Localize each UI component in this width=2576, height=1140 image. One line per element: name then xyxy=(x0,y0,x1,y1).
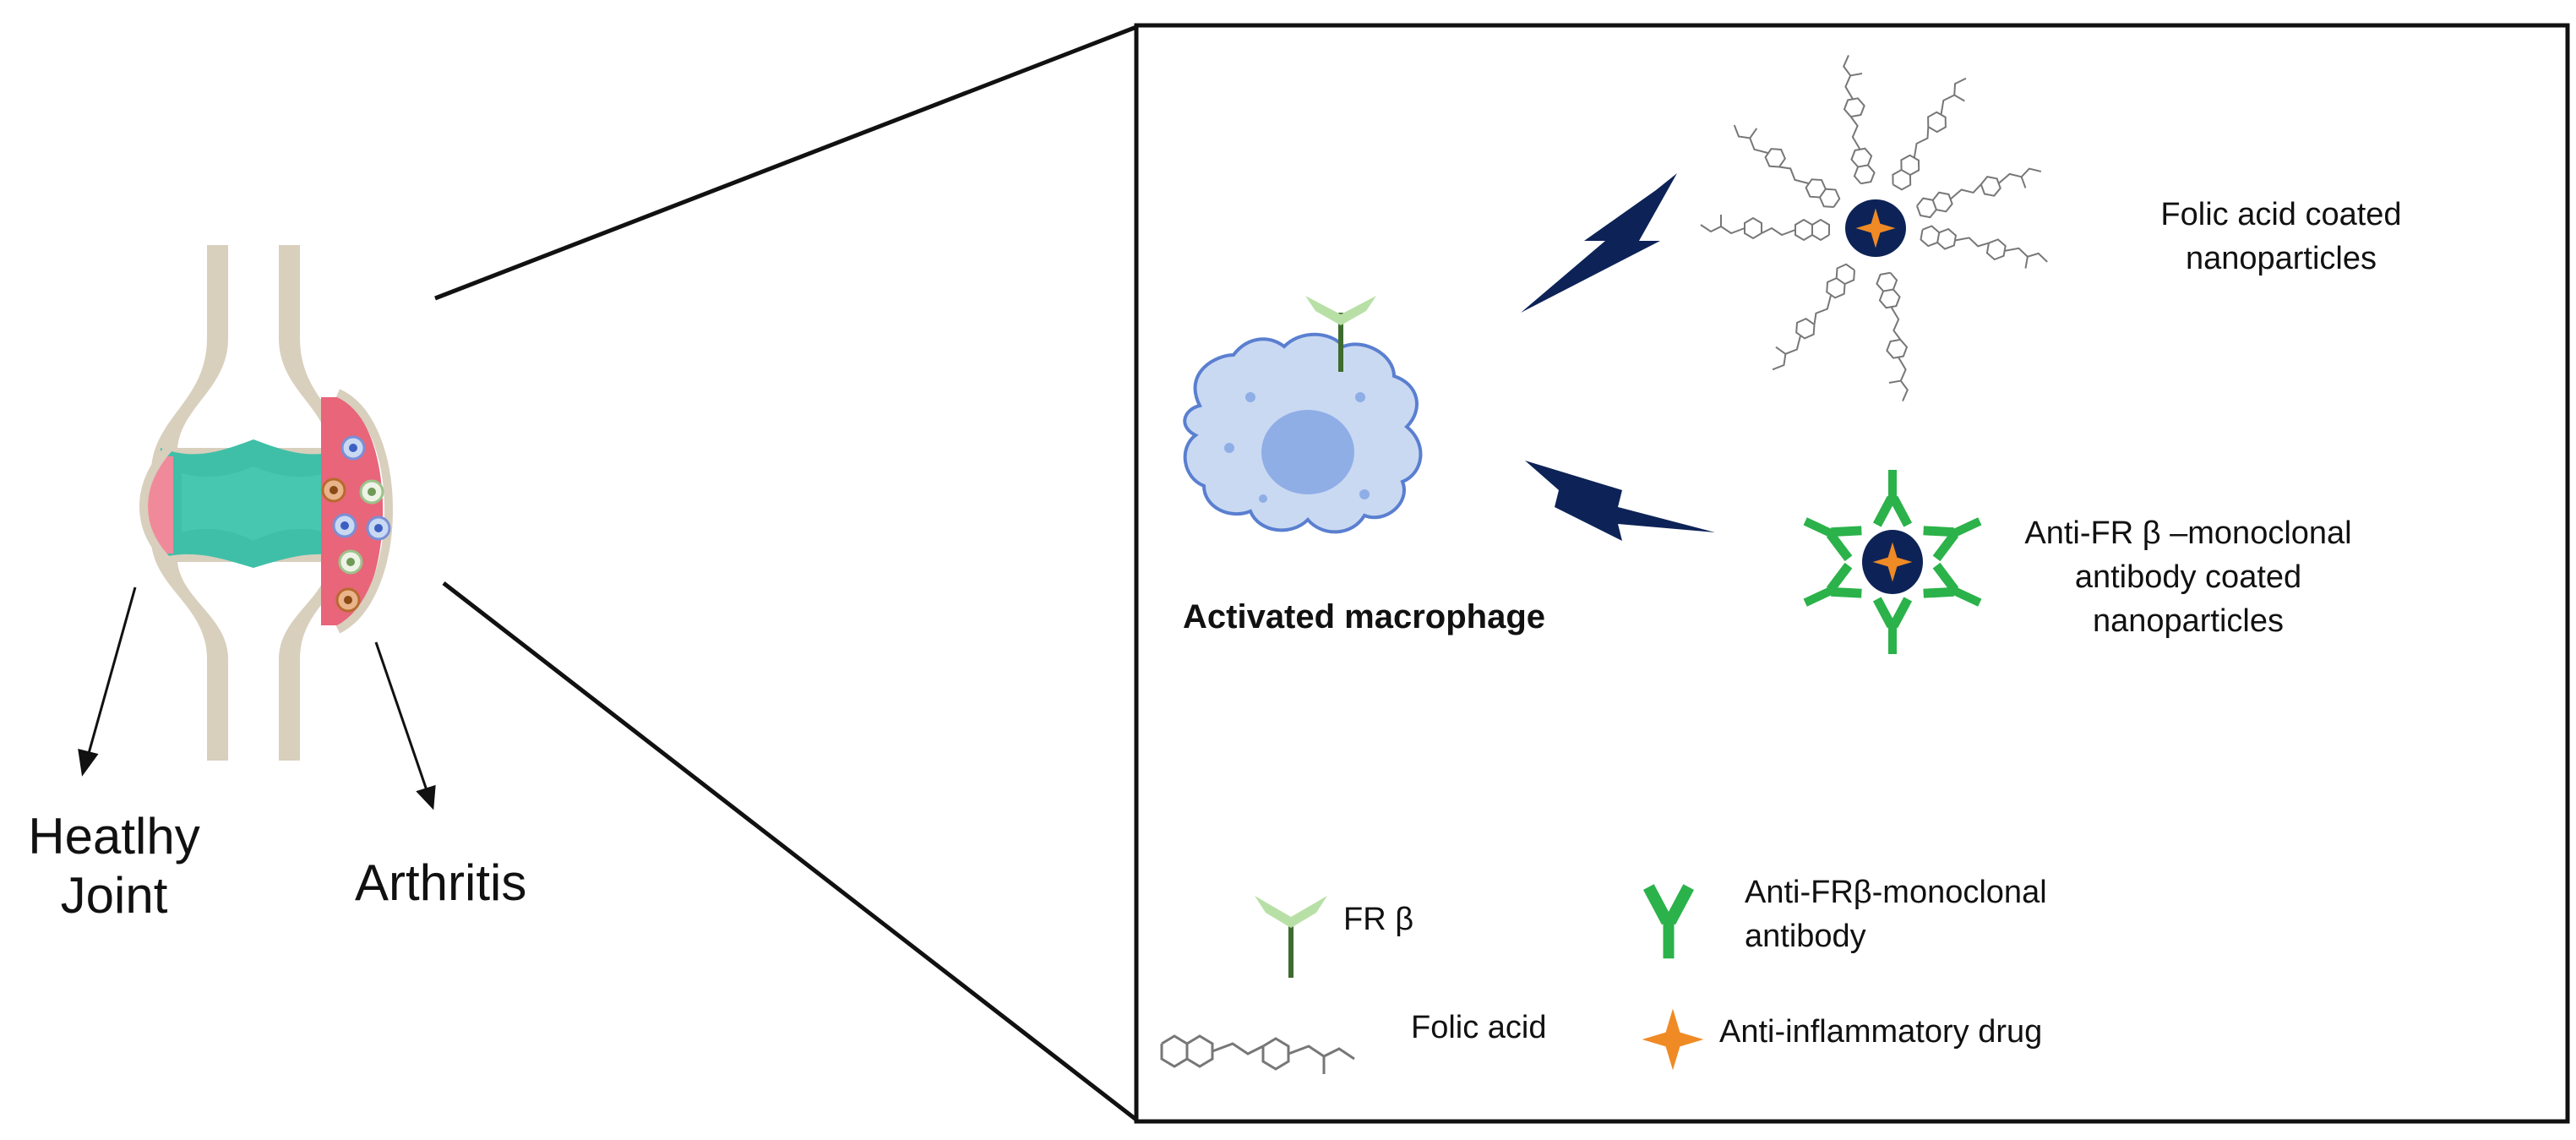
inflamed-synovium xyxy=(321,397,384,625)
macrophage-label: Activated macrophage xyxy=(1183,598,1546,635)
folic-np-label-line2: nanoparticles xyxy=(2185,241,2377,276)
macrophage-nucleus xyxy=(1261,410,1354,494)
immune-cells xyxy=(321,435,391,613)
arthritis-label: Arthritis xyxy=(355,854,527,911)
detail-panel-border xyxy=(1134,23,2570,1124)
lightning-bolt-icon xyxy=(1525,461,1715,541)
legend-folic-acid-label: Folic acid xyxy=(1411,1010,1547,1045)
healthy-arrow xyxy=(78,586,137,777)
legend-antibody-label-line2: antibody xyxy=(1745,919,1866,954)
healthy-joint-label-line1: Heatlhy xyxy=(28,808,200,865)
healthy-joint-label: Heatlhy Joint xyxy=(8,807,220,925)
legend-drug-label: Anti-inflammatory drug xyxy=(1719,1014,2043,1050)
antibody-np-label-line3: nanoparticles xyxy=(2092,603,2285,639)
antibody-np-label-line2: antibody coated xyxy=(2074,559,2302,595)
legend-drug-icon xyxy=(1642,1008,1704,1071)
legend-fr-beta-label: FR β xyxy=(1343,902,1414,937)
macrophage xyxy=(1183,296,1423,534)
zoom-line-top xyxy=(434,25,1137,301)
legend-antibody-label-line1: Anti-FRβ-monoclonal xyxy=(1745,875,2047,910)
healthy-joint-label-line2: Joint xyxy=(60,867,168,924)
fr-beta-receptor xyxy=(1305,296,1376,372)
folic-np-label: Folic acid coated nanoparticles xyxy=(2129,193,2433,281)
legend-antibody-label: Anti-FRβ-monoclonal antibody xyxy=(1745,870,2047,958)
lightning-bolt-icon xyxy=(1521,173,1677,313)
antibody-np-label: Anti-FR β –monoclonal antibody coated na… xyxy=(2002,511,2374,643)
legend-antibody-icon xyxy=(1642,884,1695,959)
legend-fr-beta-icon xyxy=(1255,896,1327,978)
zoom-line-bottom xyxy=(442,581,1138,1121)
folic-acid-nanoparticle xyxy=(1700,52,2051,404)
antibody-np-label-line1: Anti-FR β –monoclonal xyxy=(2024,515,2352,551)
joint-illustration xyxy=(139,245,393,761)
arthritis-arrow xyxy=(374,641,436,810)
legend-folic-acid-icon xyxy=(1160,1034,1356,1076)
antibody-nanoparticle xyxy=(1796,470,1989,654)
healthy-synovium xyxy=(148,456,173,554)
folic-np-label-line1: Folic acid coated xyxy=(2160,197,2402,232)
